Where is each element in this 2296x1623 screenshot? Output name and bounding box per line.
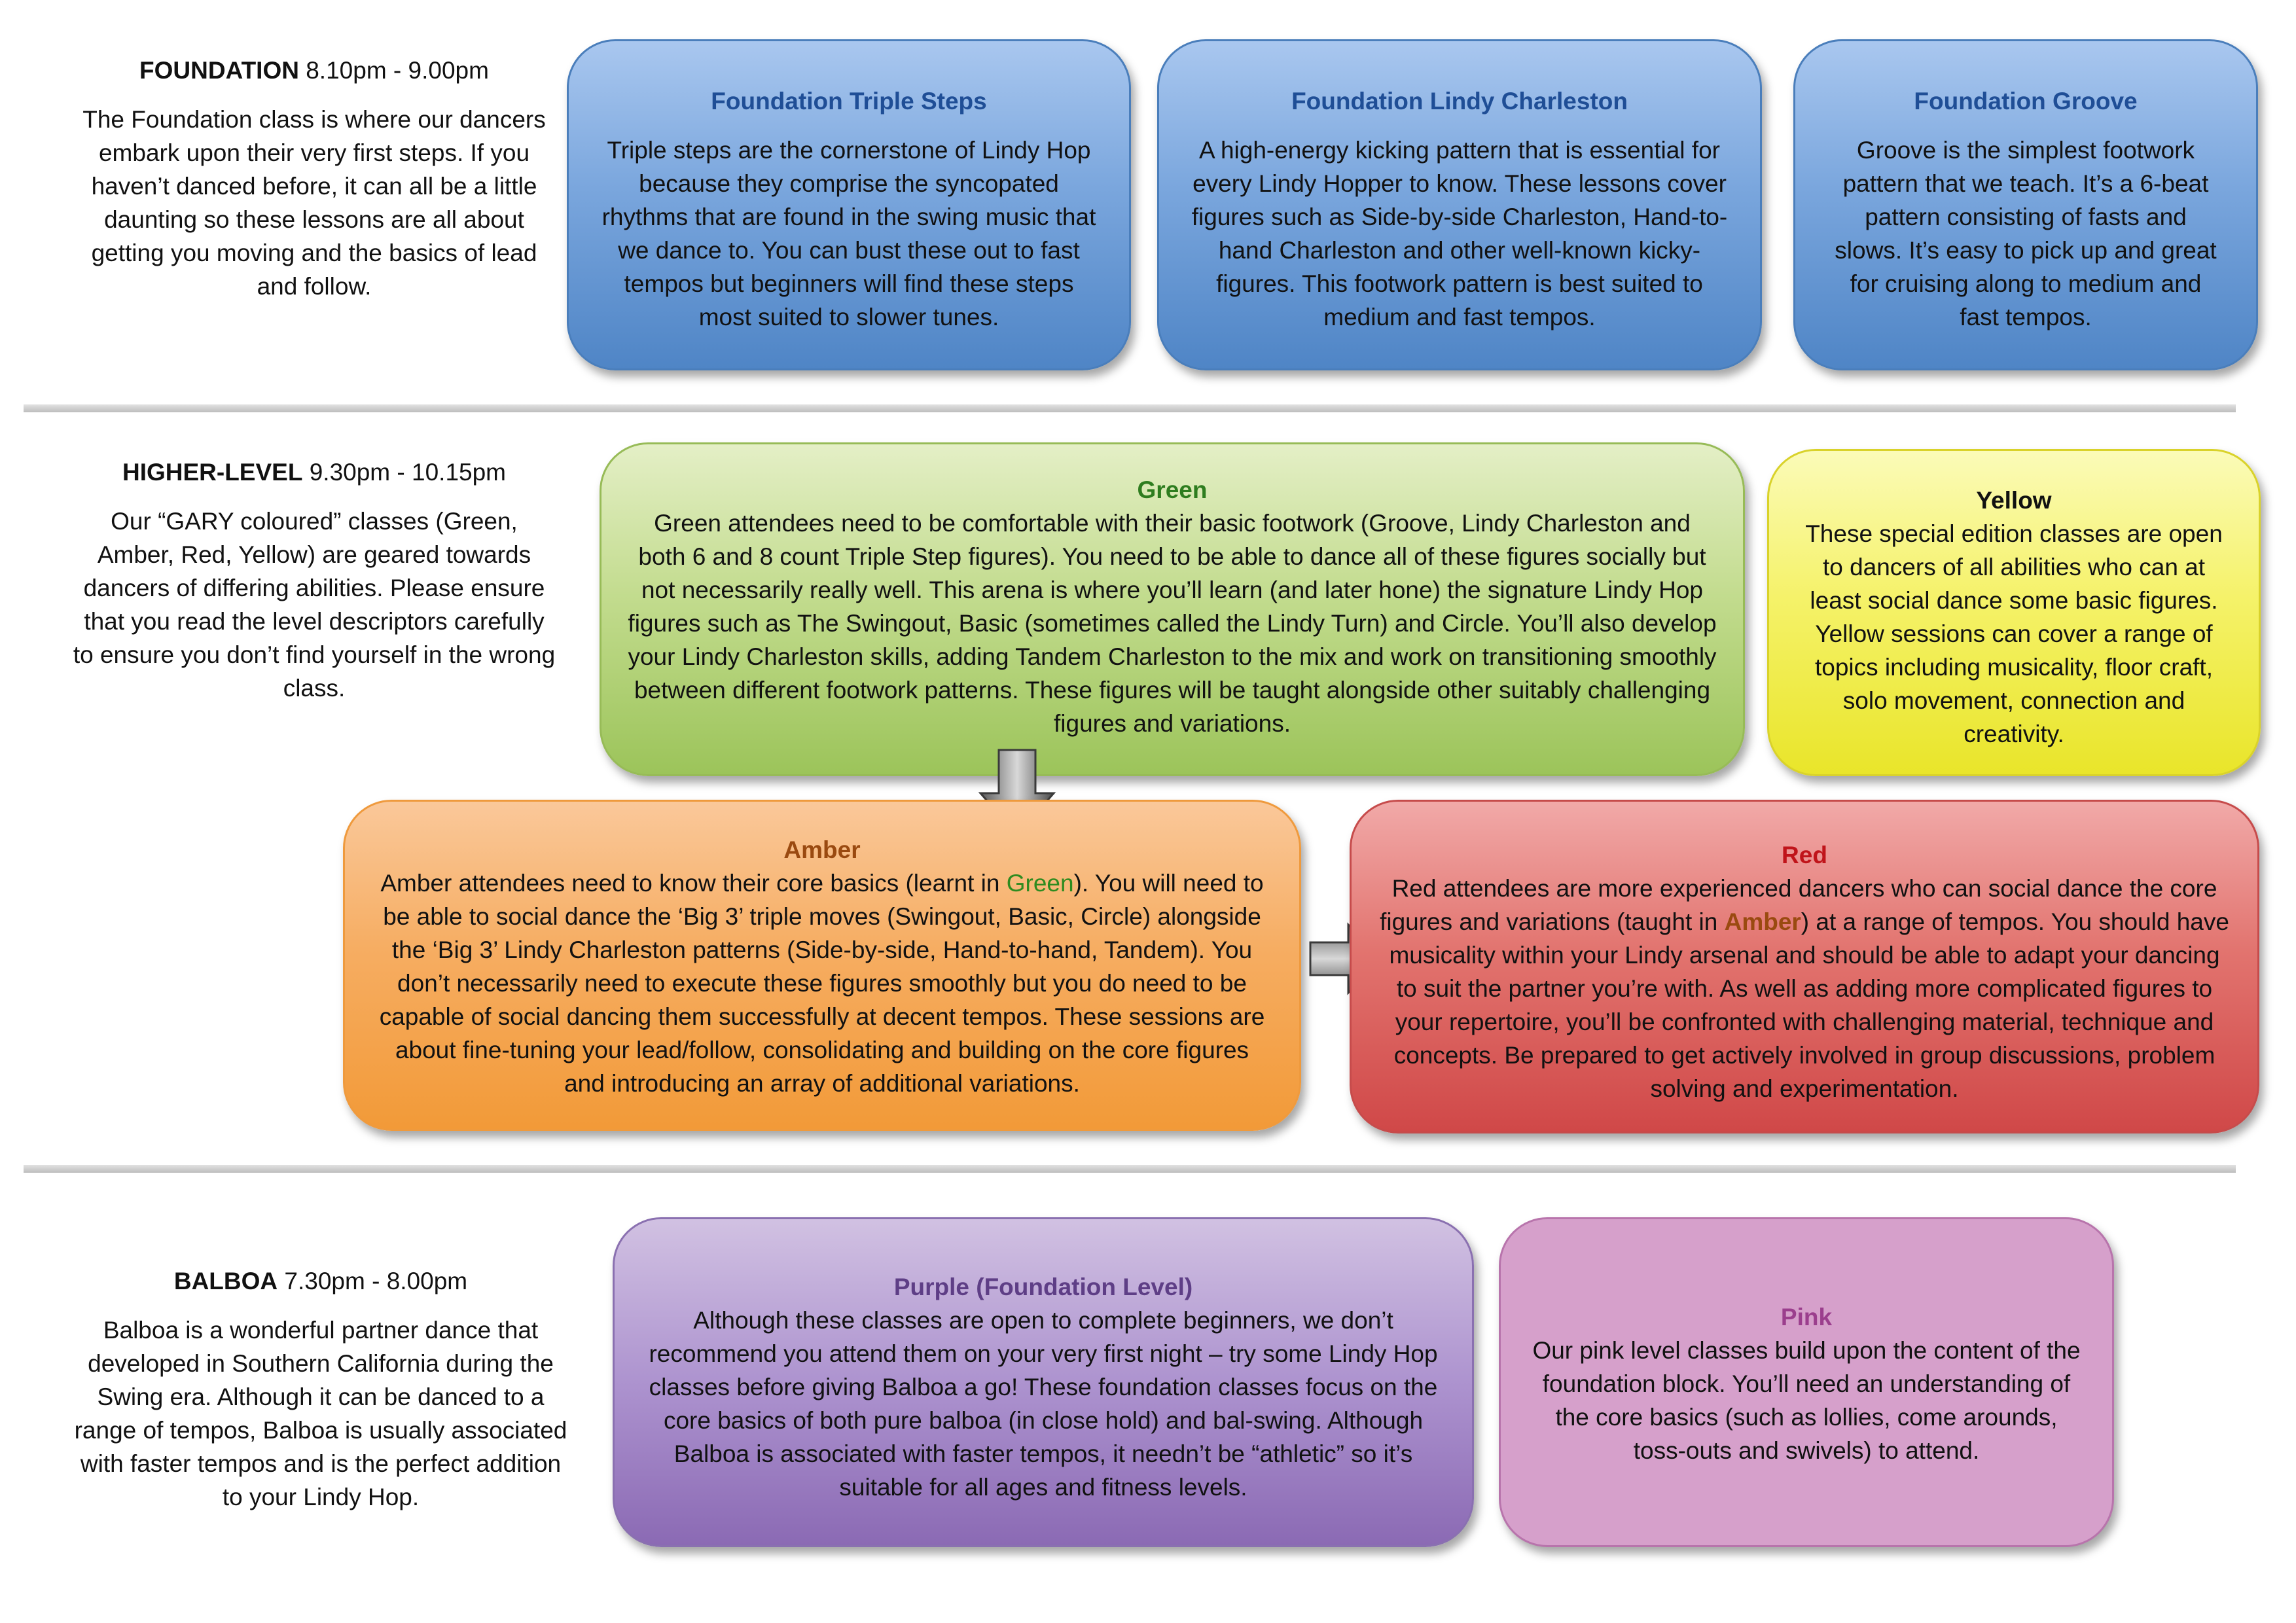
balboa-description: Balboa is a wonderful partner dance that… xyxy=(74,1317,567,1510)
balboa-heading-line: BALBOA 7.30pm - 8.00pm xyxy=(72,1264,569,1298)
amber-text-start: Amber attendees need to know their core … xyxy=(380,870,1007,897)
card-text: Our pink level classes build upon the co… xyxy=(1532,1337,2081,1464)
red-text-end: ) at a range of tempos. You should have … xyxy=(1389,908,2229,1102)
purple-level-card: Purple (Foundation Level) Although these… xyxy=(613,1217,1474,1547)
foundation-heading: FOUNDATION xyxy=(139,57,299,84)
balboa-intro: BALBOA 7.30pm - 8.00pm Balboa is a wonde… xyxy=(72,1264,569,1514)
foundation-description: The Foundation class is where our dancer… xyxy=(82,106,546,300)
card-text: Green attendees need to be comfortable w… xyxy=(628,510,1717,737)
amber-green-ref: Green xyxy=(1006,870,1074,897)
amber-level-card: Amber Amber attendees need to know their… xyxy=(343,800,1301,1131)
card-title: Yellow xyxy=(1976,487,2052,514)
card-text: A high-energy kicking pattern that is es… xyxy=(1191,137,1728,330)
higher-level-intro: HIGHER-LEVEL 9.30pm - 10.15pm Our “GARY … xyxy=(72,455,556,705)
foundation-intro: FOUNDATION 8.10pm - 9.00pm The Foundatio… xyxy=(72,54,556,303)
balboa-time: 7.30pm - 8.00pm xyxy=(284,1268,468,1294)
amber-text-end: ). You will need to be able to social da… xyxy=(379,870,1265,1097)
red-text-start: Red attendees are more experienced dance… xyxy=(1380,875,2217,935)
card-title: Purple (Foundation Level) xyxy=(893,1274,1193,1300)
card-title: Amber xyxy=(783,836,861,863)
higher-level-description: Our “GARY coloured” classes (Green, Ambe… xyxy=(73,508,556,702)
foundation-heading-line: FOUNDATION 8.10pm - 9.00pm xyxy=(72,54,556,87)
card-text: These special edition classes are open t… xyxy=(1805,520,2223,747)
card-text: Triple steps are the cornerstone of Lind… xyxy=(601,137,1096,330)
yellow-level-card: Yellow These special edition classes are… xyxy=(1767,449,2261,776)
green-level-card: Green Green attendees need to be comfort… xyxy=(600,442,1745,776)
balboa-heading: BALBOA xyxy=(173,1268,278,1294)
card-text: Groove is the simplest footwork pattern … xyxy=(1835,137,2217,330)
red-amber-ref: Amber xyxy=(1724,908,1801,935)
pink-level-card: Pink Our pink level classes build upon t… xyxy=(1499,1217,2114,1547)
foundation-triple-steps-card: Foundation Triple Steps Triple steps are… xyxy=(567,39,1131,370)
higher-level-heading: HIGHER-LEVEL xyxy=(122,459,303,486)
card-title: Foundation Triple Steps xyxy=(711,88,987,115)
foundation-time: 8.10pm - 9.00pm xyxy=(306,57,489,84)
card-title: Green xyxy=(1137,476,1208,503)
card-title: Pink xyxy=(1780,1304,1833,1330)
red-level-card: Red Red attendees are more experienced d… xyxy=(1350,800,2259,1133)
foundation-groove-card: Foundation Groove Groove is the simplest… xyxy=(1793,39,2258,370)
foundation-lindy-charleston-card: Foundation Lindy Charleston A high-energ… xyxy=(1157,39,1762,370)
section-divider-1 xyxy=(24,404,2236,412)
section-divider-2 xyxy=(24,1165,2236,1173)
card-text: Red attendees are more experienced dance… xyxy=(1378,872,2231,1105)
higher-level-time: 9.30pm - 10.15pm xyxy=(309,459,507,486)
card-text: Amber attendees need to know their core … xyxy=(378,866,1266,1100)
card-title: Foundation Lindy Charleston xyxy=(1291,88,1628,115)
card-text: Although these classes are open to compl… xyxy=(649,1307,1438,1501)
card-title: Foundation Groove xyxy=(1914,88,2138,115)
higher-level-heading-line: HIGHER-LEVEL 9.30pm - 10.15pm xyxy=(72,455,556,489)
card-title: Red xyxy=(1782,842,1827,868)
